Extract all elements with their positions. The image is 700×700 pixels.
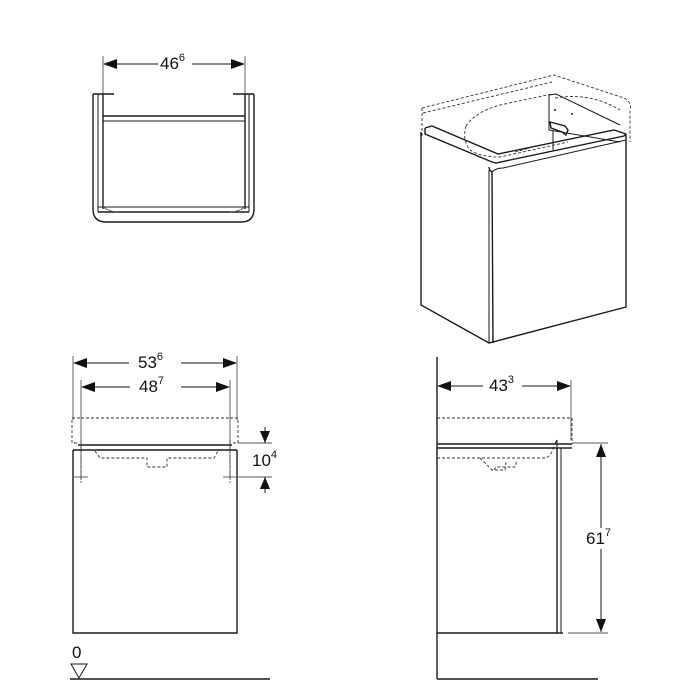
- front-inner-width-value: 48: [139, 377, 158, 396]
- front-outer-width-dimension-line: [73, 358, 237, 368]
- side-height-decimal: 7: [604, 527, 612, 539]
- top-width-dimension-line: [103, 59, 245, 69]
- floor-level-label: 0: [72, 643, 82, 662]
- front-offset-label: 104: [252, 449, 278, 470]
- top-width-value: 46: [160, 54, 179, 73]
- side-view: [436, 357, 608, 680]
- side-depth-value: 43: [489, 376, 508, 395]
- front-outer-width-label: 536: [138, 351, 164, 372]
- front-inner-width-decimal: 7: [157, 375, 165, 387]
- top-view: [92, 56, 255, 223]
- side-height-label: 617: [586, 527, 612, 549]
- front-offset-value: 10: [252, 451, 271, 470]
- front-offset-decimal: 4: [270, 449, 278, 461]
- side-depth-label: 433: [489, 374, 515, 395]
- side-depth-decimal: 3: [507, 374, 515, 386]
- floor-level-triangle-icon: [70, 663, 88, 680]
- front-outer-width-decimal: 6: [156, 351, 164, 363]
- top-view-width-label: 466: [160, 52, 186, 73]
- front-offset-dimension-line: [238, 427, 272, 493]
- front-inner-width-label: 487: [139, 375, 165, 396]
- side-depth-dimension-line: [437, 381, 571, 391]
- front-outer-width-value: 53: [138, 353, 157, 372]
- isometric-view: [420, 74, 631, 344]
- side-height-value: 61: [586, 529, 605, 548]
- top-width-decimal: 6: [178, 52, 186, 64]
- front-view: [70, 356, 272, 680]
